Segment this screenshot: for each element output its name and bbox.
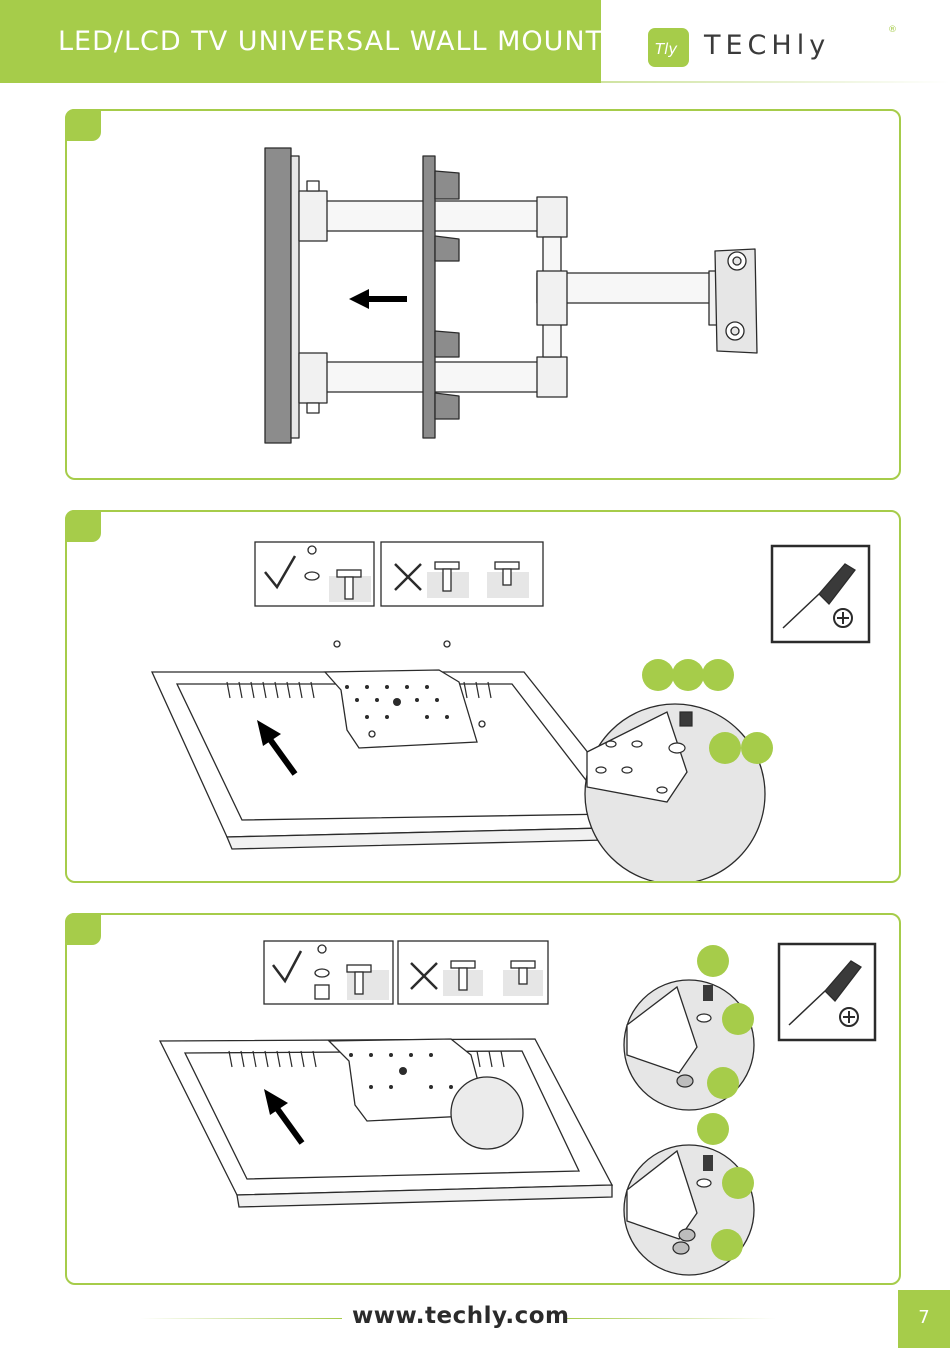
correct-screw-box — [255, 542, 374, 606]
footer-url-link[interactable]: www.techly.com — [352, 1303, 556, 1329]
registered-mark: ® — [888, 25, 897, 35]
wrong-screw-box — [381, 542, 543, 606]
brand-logo: Tly TECHly ® — [648, 18, 910, 78]
brand-name: TECHly — [703, 30, 830, 61]
step-2-panel — [65, 510, 901, 883]
page-number-box: 7 — [898, 1290, 950, 1348]
step-2-illustration — [67, 512, 899, 881]
correct-spacer-box — [264, 941, 393, 1004]
screwdriver-icon — [772, 546, 869, 642]
step-1-illustration — [67, 111, 899, 478]
step-3-panel — [65, 913, 901, 1285]
brand-mark: Tly — [655, 40, 678, 58]
page-title: LED/LCD TV UNIVERSAL WALL MOUNT — [58, 26, 603, 57]
page-number: 7 — [898, 1307, 950, 1328]
step-1-panel — [65, 109, 901, 480]
footer-line-right — [566, 1318, 776, 1319]
footer-line-left — [140, 1318, 342, 1319]
step-3-illustration — [67, 915, 899, 1283]
header-rule — [601, 81, 950, 83]
screwdriver-icon — [779, 944, 875, 1040]
wrong-spacer-box — [398, 941, 548, 1004]
